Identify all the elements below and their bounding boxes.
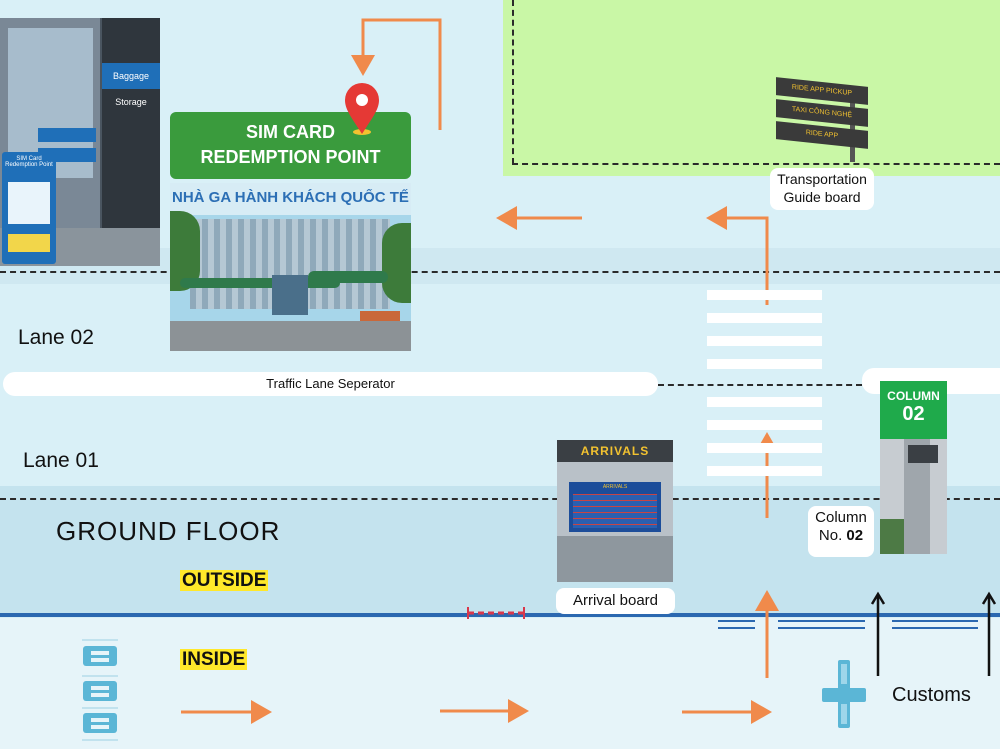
door-frame-3 — [892, 620, 978, 629]
crosswalk-stripe — [707, 397, 822, 407]
transport-board-graphic: RIDE APP PICKUP TAXI CÔNG NGHỆ RIDE APP — [772, 77, 872, 162]
sim-sign-line1: SIM CARD — [246, 122, 335, 142]
ground-floor-title: GROUND FLOOR — [56, 516, 281, 546]
arrivals-sign: ARRIVALS — [557, 440, 673, 462]
inside-label-wrap: INSIDE — [180, 649, 248, 671]
crosswalk-stripe — [707, 290, 822, 300]
arrivals-photo: ARRIVALS ARRIVALS — [557, 440, 673, 582]
arrivals-screen: ARRIVALS — [569, 482, 661, 532]
traffic-lane-separator: Traffic Lane Seperator — [3, 372, 658, 396]
lane-02-label: Lane 02 — [18, 326, 94, 349]
arrival-board-label: Arrival board — [556, 588, 675, 614]
outside-label: OUTSIDE — [180, 570, 269, 591]
terminal-photo: NHÀ GA HÀNH KHÁCH QUỐC TẾ — [170, 183, 411, 351]
pickup-zone-border-left — [512, 0, 514, 164]
location-pin-icon — [345, 82, 379, 135]
door-frame-2 — [778, 620, 865, 629]
sim-redemption-sign: SIM CARD REDEMPTION POINT — [170, 112, 411, 179]
crosswalk-stripe — [707, 443, 822, 453]
escalator-icon — [83, 646, 117, 666]
column-photo — [880, 439, 947, 554]
customs-label: Customs — [892, 684, 971, 706]
customs-arrow-1 — [870, 591, 886, 676]
sim-sign-line2: REDEMPTION POINT — [200, 147, 381, 167]
column-02-sign: COLUMN 02 — [880, 381, 947, 439]
transport-guide-label: Transportation Guide board — [770, 168, 874, 210]
crosswalk-stripe — [707, 313, 822, 323]
crosswalk-stripe — [707, 336, 822, 346]
escalator-icon — [83, 681, 117, 701]
pickup-zone — [503, 0, 1000, 176]
escalator-icon — [83, 713, 117, 733]
crosswalk-stripe — [707, 420, 822, 430]
customs-arrow-2 — [981, 591, 997, 676]
route-arrow-corner — [706, 206, 769, 305]
baggage-sign: Baggage Storage — [102, 63, 160, 107]
crosswalk-stripe — [707, 466, 822, 476]
inside-label: INSIDE — [180, 649, 248, 670]
curb-stripe — [0, 248, 1000, 284]
baggage-storage-photo: Baggage Storage SIM Card Redemption Poin… — [0, 18, 160, 266]
inside-area — [0, 618, 1000, 749]
separator-gap-line — [658, 384, 862, 386]
terminal-sign: NHÀ GA HÀNH KHÁCH QUỐC TẾ — [172, 189, 409, 206]
column-label: Column No. 02 — [808, 506, 874, 557]
lane-boundary-top — [0, 271, 1000, 273]
door-frame-1 — [718, 620, 755, 629]
terminal-wall — [0, 613, 1000, 617]
lane-01-label: Lane 01 — [23, 449, 99, 472]
pickup-zone-border-bottom — [512, 163, 1000, 165]
lane-boundary-bottom — [0, 498, 1000, 500]
outside-label-wrap: OUTSIDE — [180, 570, 269, 592]
route-arrow-into-sim — [351, 18, 442, 130]
crosswalk-stripe — [707, 359, 822, 369]
sim-standee: SIM Card Redemption Point — [2, 152, 56, 264]
